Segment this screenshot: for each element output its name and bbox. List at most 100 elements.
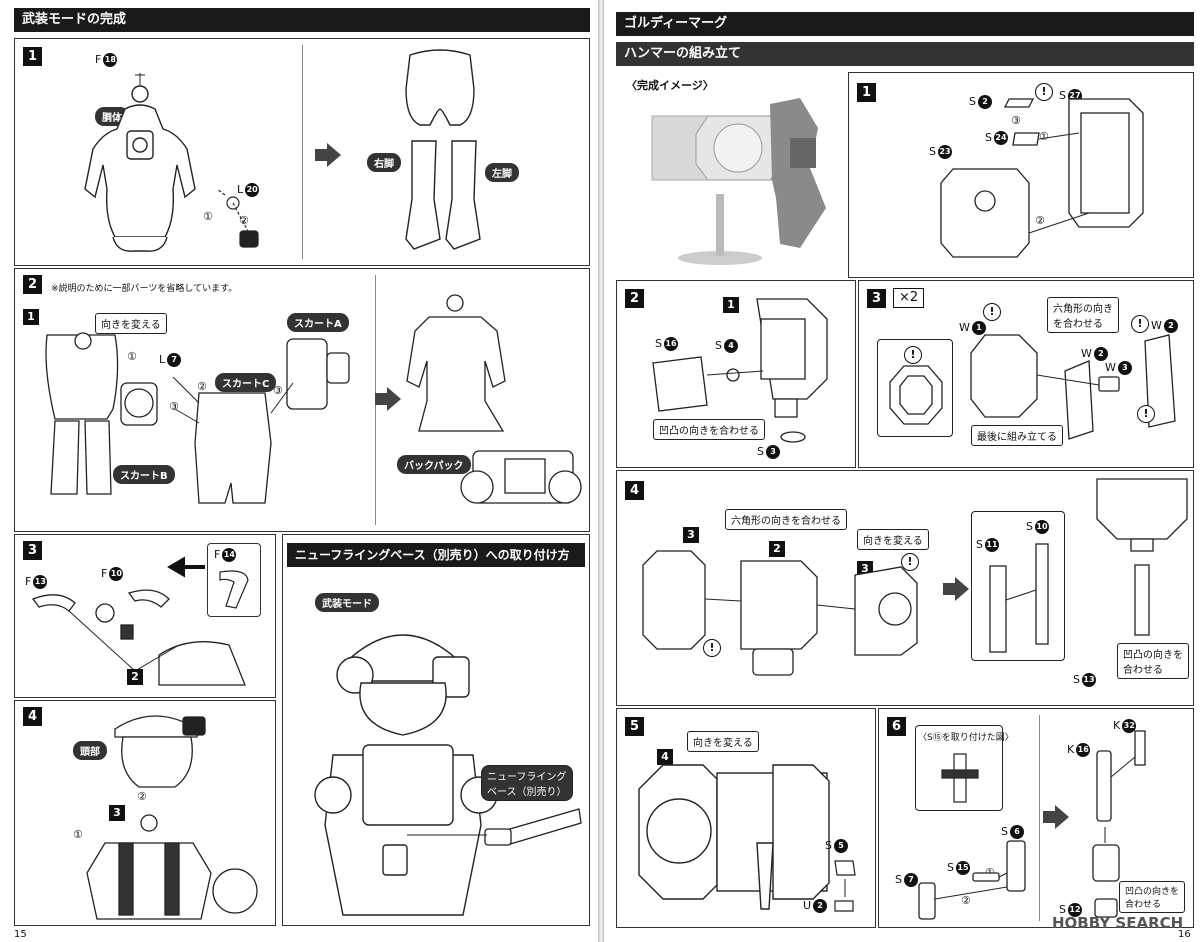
step-number: 2 (23, 275, 42, 294)
divider (302, 45, 303, 259)
hammer-frame-illustration (940, 98, 1144, 258)
step-number: 2 (625, 289, 644, 308)
small-parts-illustration (834, 860, 856, 912)
page-number: 16 (1178, 929, 1191, 940)
k-parts-illustration (1092, 730, 1146, 918)
ref-step-number: 4 (657, 749, 673, 765)
accessory-parts-illustration (31, 589, 246, 686)
warning-icon: ! (1131, 315, 1149, 333)
step-order-2: ② (1035, 214, 1045, 227)
ref-step-number: 2 (127, 669, 143, 685)
flying-base-panel: ニューフライングベース（別売り）への取り付け方 武装モード ニューフライング ベ… (282, 534, 590, 926)
right-page-subtitle: ハンマーの組み立て (616, 42, 1194, 66)
step-order-1: ① (1039, 130, 1049, 143)
backpack-tag: バックパック (397, 455, 471, 474)
warning-icon: ! (901, 553, 919, 571)
warning-icon: ! (983, 303, 1001, 321)
step-order-2: ② (961, 894, 971, 907)
back-view-figure-illustration (314, 634, 498, 916)
completed-image-label: 〈完成イメージ〉 (626, 79, 714, 92)
insert-arrow-icon (167, 556, 205, 578)
s15-attached-illustration (941, 753, 979, 803)
step-number: 3 (23, 541, 42, 560)
step6-panel: 6 〈S⑮を取り付けた図〉 S6 S15 S7 ① ② K32 K16 (878, 708, 1194, 928)
step2-note: ※説明のために一部パーツを省略しています。 (51, 284, 238, 294)
hammer-assembled-illustration (638, 764, 830, 910)
book-gutter (598, 0, 604, 942)
ref-step-number: 1 (723, 297, 739, 313)
step-order-2: ② (197, 380, 207, 393)
torso-with-straps-illustration (86, 814, 258, 920)
warning-icon: ! (703, 639, 721, 657)
warning-icon: ! (904, 346, 922, 364)
flying-base-callout: ニューフライング ベース（別売り） (481, 765, 573, 801)
head-tag: 頭部 (73, 741, 107, 760)
skirt-b-tag: スカートB (113, 465, 175, 484)
back-torso-illustration (45, 332, 119, 495)
step-order-1: ① (203, 210, 213, 223)
step-number: 1 (23, 47, 42, 66)
ref-step-number: 3 (109, 805, 125, 821)
step-order-3a: ③ (169, 400, 179, 413)
right-leg-tag: 右脚 (367, 153, 401, 172)
next-arrow (1043, 805, 1069, 829)
skirt-parts-illustration (120, 338, 350, 504)
divider (1039, 715, 1040, 921)
next-arrow (375, 387, 401, 411)
assemble-last-callout: 最後に組み立てる (971, 425, 1063, 446)
left-page-title: 武装モードの完成 (14, 8, 590, 32)
align-callout: 凹凸の向きを 合わせる (1117, 643, 1189, 679)
base-arm-illustration (407, 808, 582, 846)
ref-step-2: 2 (769, 541, 785, 557)
turn-callout: 向きを変える (687, 731, 759, 752)
next-arrow (315, 143, 341, 167)
step4-panel: 4 頭部 ② 3 ① (14, 700, 276, 926)
step-order-3b: ③ (273, 384, 283, 397)
step-number: 4 (23, 707, 42, 726)
step-order-3: ③ (1011, 114, 1021, 127)
turn-callout: 向きを変える (95, 313, 167, 334)
warning-icon: ! (1035, 83, 1053, 101)
page-number: 15 (14, 929, 27, 940)
step-order-2: ② (137, 790, 147, 803)
assembled-with-backpack-illustration (406, 294, 582, 504)
skirt-c-tag: スカートC (215, 373, 277, 392)
step3-parts-illustration (970, 334, 1176, 440)
detail-inset: ! (877, 339, 953, 437)
warning-icon: ! (1137, 405, 1155, 423)
completed-image-panel: 〈完成イメージ〉 (616, 72, 846, 276)
joint-parts-illustration (216, 188, 259, 248)
s15-inset: 〈S⑮を取り付けた図〉 (915, 725, 1014, 811)
next-arrow (943, 577, 969, 601)
